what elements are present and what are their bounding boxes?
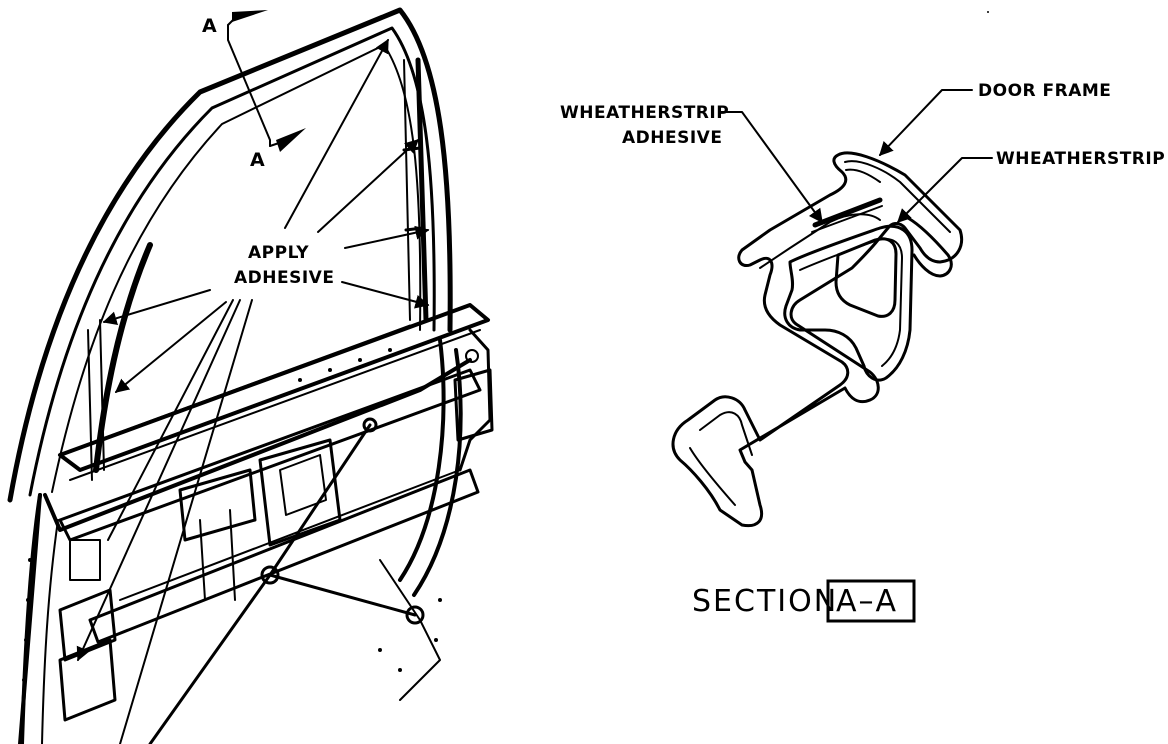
section-marker-top: A	[202, 15, 217, 37]
wheatherstrip-adhesive-label-line1: WHEATHERSTRIP	[560, 103, 729, 123]
door-frame-profile	[671, 151, 964, 528]
section-id-box	[826, 579, 916, 623]
wheatherstrip-adhesive-label-line2: ADHESIVE	[622, 128, 722, 148]
section-leaders	[719, 89, 993, 224]
section-a-a-detail: WHEATHERSTRIP ADHESIVE DOOR FRAME WHEATH…	[560, 81, 1165, 623]
door-illustration: A A APPLY ADHESIVE	[7, 7, 494, 744]
door-frame-label: DOOR FRAME	[978, 81, 1111, 101]
wheatherstrip-label: WHEATHERSTRIP	[996, 149, 1165, 169]
section-title: SECTION	[692, 584, 838, 619]
weatherstrip-profile	[783, 224, 914, 382]
apply-adhesive-leaders	[76, 38, 430, 744]
section-cut-line	[227, 24, 271, 147]
apply-adhesive-label-line1: APPLY	[248, 243, 309, 263]
section-id: A–A	[836, 584, 898, 619]
door-frame-outer	[7, 7, 453, 503]
door-frame-inner	[28, 26, 436, 497]
apply-adhesive-label-line2: ADHESIVE	[234, 268, 334, 288]
rivet-dots	[20, 348, 442, 722]
section-marker-bottom: A	[250, 149, 265, 171]
